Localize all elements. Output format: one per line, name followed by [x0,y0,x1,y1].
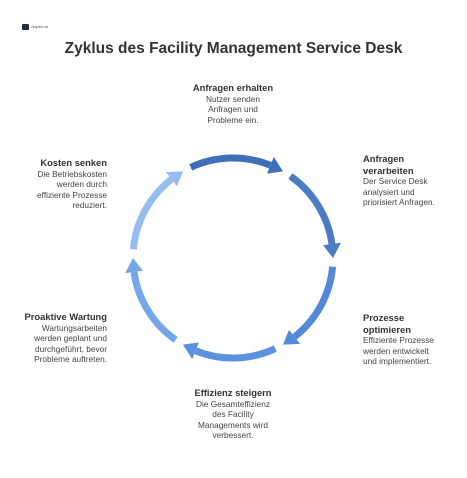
arrow-effizienz-steigern-arc [194,345,277,362]
diagram-title: Zyklus des Facility Management Service D… [64,40,403,57]
step-title-line: verarbeiten [363,164,414,176]
arrow-anfragen-verarbeiten-arc [288,173,336,245]
step-title-line: Prozesse [363,312,405,323]
step-description-line: priorisiert Anfragen. [363,197,435,208]
arrow-prozesse-optimieren-arc [292,266,337,340]
step-description-line: und implementiert. [363,356,432,367]
step-description: Nutzer senden Anfragen und Probleme ein. [178,94,288,126]
step-description: Die Gesamteffizienz des Facility Managem… [177,399,289,441]
step-title-line: Anfragen [363,153,405,164]
step-description: Der Service Desk analysiert und priorisi… [363,176,463,208]
cycle-arrows [125,154,341,362]
step-description: Effiziente Prozesse werden entwickelt un… [363,335,463,367]
step-description-line: Anfragen und [208,104,258,115]
step-description-line: reduziert. [72,200,107,211]
step-description-line: Probleme auftreten. [34,354,107,365]
step-description-line: werden durch [56,179,107,190]
step-title: Anfragen verarbeiten [363,153,463,176]
step-description-line: Managements wird [197,419,269,430]
step-description-line: Probleme ein. [207,114,259,125]
step-title: Proaktive Wartung [24,311,107,322]
arrow-effizienz-steigern-head-icon [183,342,199,360]
step-title: Prozesse optimieren [363,312,463,335]
step-description-line: verbessert. [212,430,254,441]
arrow-kosten-senken-head-icon [165,171,183,187]
step-kosten-senken: Kosten senken Die Betriebskosten werden … [2,157,107,211]
step-description-line: Effiziente Prozesse [363,335,434,345]
arrow-anfragen-erhalten-head-icon [267,156,283,174]
step-effizienz-steigern: Effizienz steigern Die Gesamteffizienz d… [177,387,289,441]
step-description-line: Die Betriebskosten [37,168,107,179]
step-description-line: werden geplant und [34,333,107,344]
logo-text: Napkin.ai [31,24,48,29]
step-description-line: Nutzer senden [206,93,260,104]
step-description-line: des Facility [212,409,254,420]
step-prozesse-optimieren: Prozesse optimieren Effiziente Prozesse … [363,312,463,367]
arrow-anfragen-erhalten-arc [189,154,272,171]
step-title-line: optimieren [363,323,411,335]
arrow-proaktive-wartung-arc [130,271,178,343]
step-description: Wartungsarbeiten werden geplant und durc… [2,323,107,365]
step-description-line: analysiert und [363,186,415,197]
step-description-line: durchgeführt, bevor [35,343,107,354]
step-title: Anfragen erhalten [192,82,274,93]
step-anfragen-verarbeiten: Anfragen verarbeiten Der Service Desk an… [363,153,463,208]
step-proaktive-wartung: Proaktive Wartung Wartungsarbeiten werde… [2,311,107,365]
arrow-proaktive-wartung-head-icon [125,258,143,274]
arrow-prozesse-optimieren-head-icon [283,329,301,345]
arrow-kosten-senken-arc [129,176,174,250]
step-description-line: Die Gesamteffizienz [195,398,271,409]
step-anfragen-erhalten: Anfragen erhalten Nutzer senden Anfragen… [178,82,288,125]
step-description-line: werden entwickelt [363,345,429,356]
brand-logo: Napkin.ai [22,22,48,32]
step-description: Die Betriebskosten werden durch effizien… [2,169,107,211]
step-description-line: Wartungsarbeiten [41,322,107,333]
arrow-anfragen-verarbeiten-head-icon [323,242,341,258]
step-title: Effizienz steigern [194,387,272,398]
step-description-line: Der Service Desk [363,176,428,186]
step-title: Kosten senken [40,157,107,168]
logo-mark-icon [22,24,30,30]
step-description-line: effiziente Prozesse [37,189,107,200]
